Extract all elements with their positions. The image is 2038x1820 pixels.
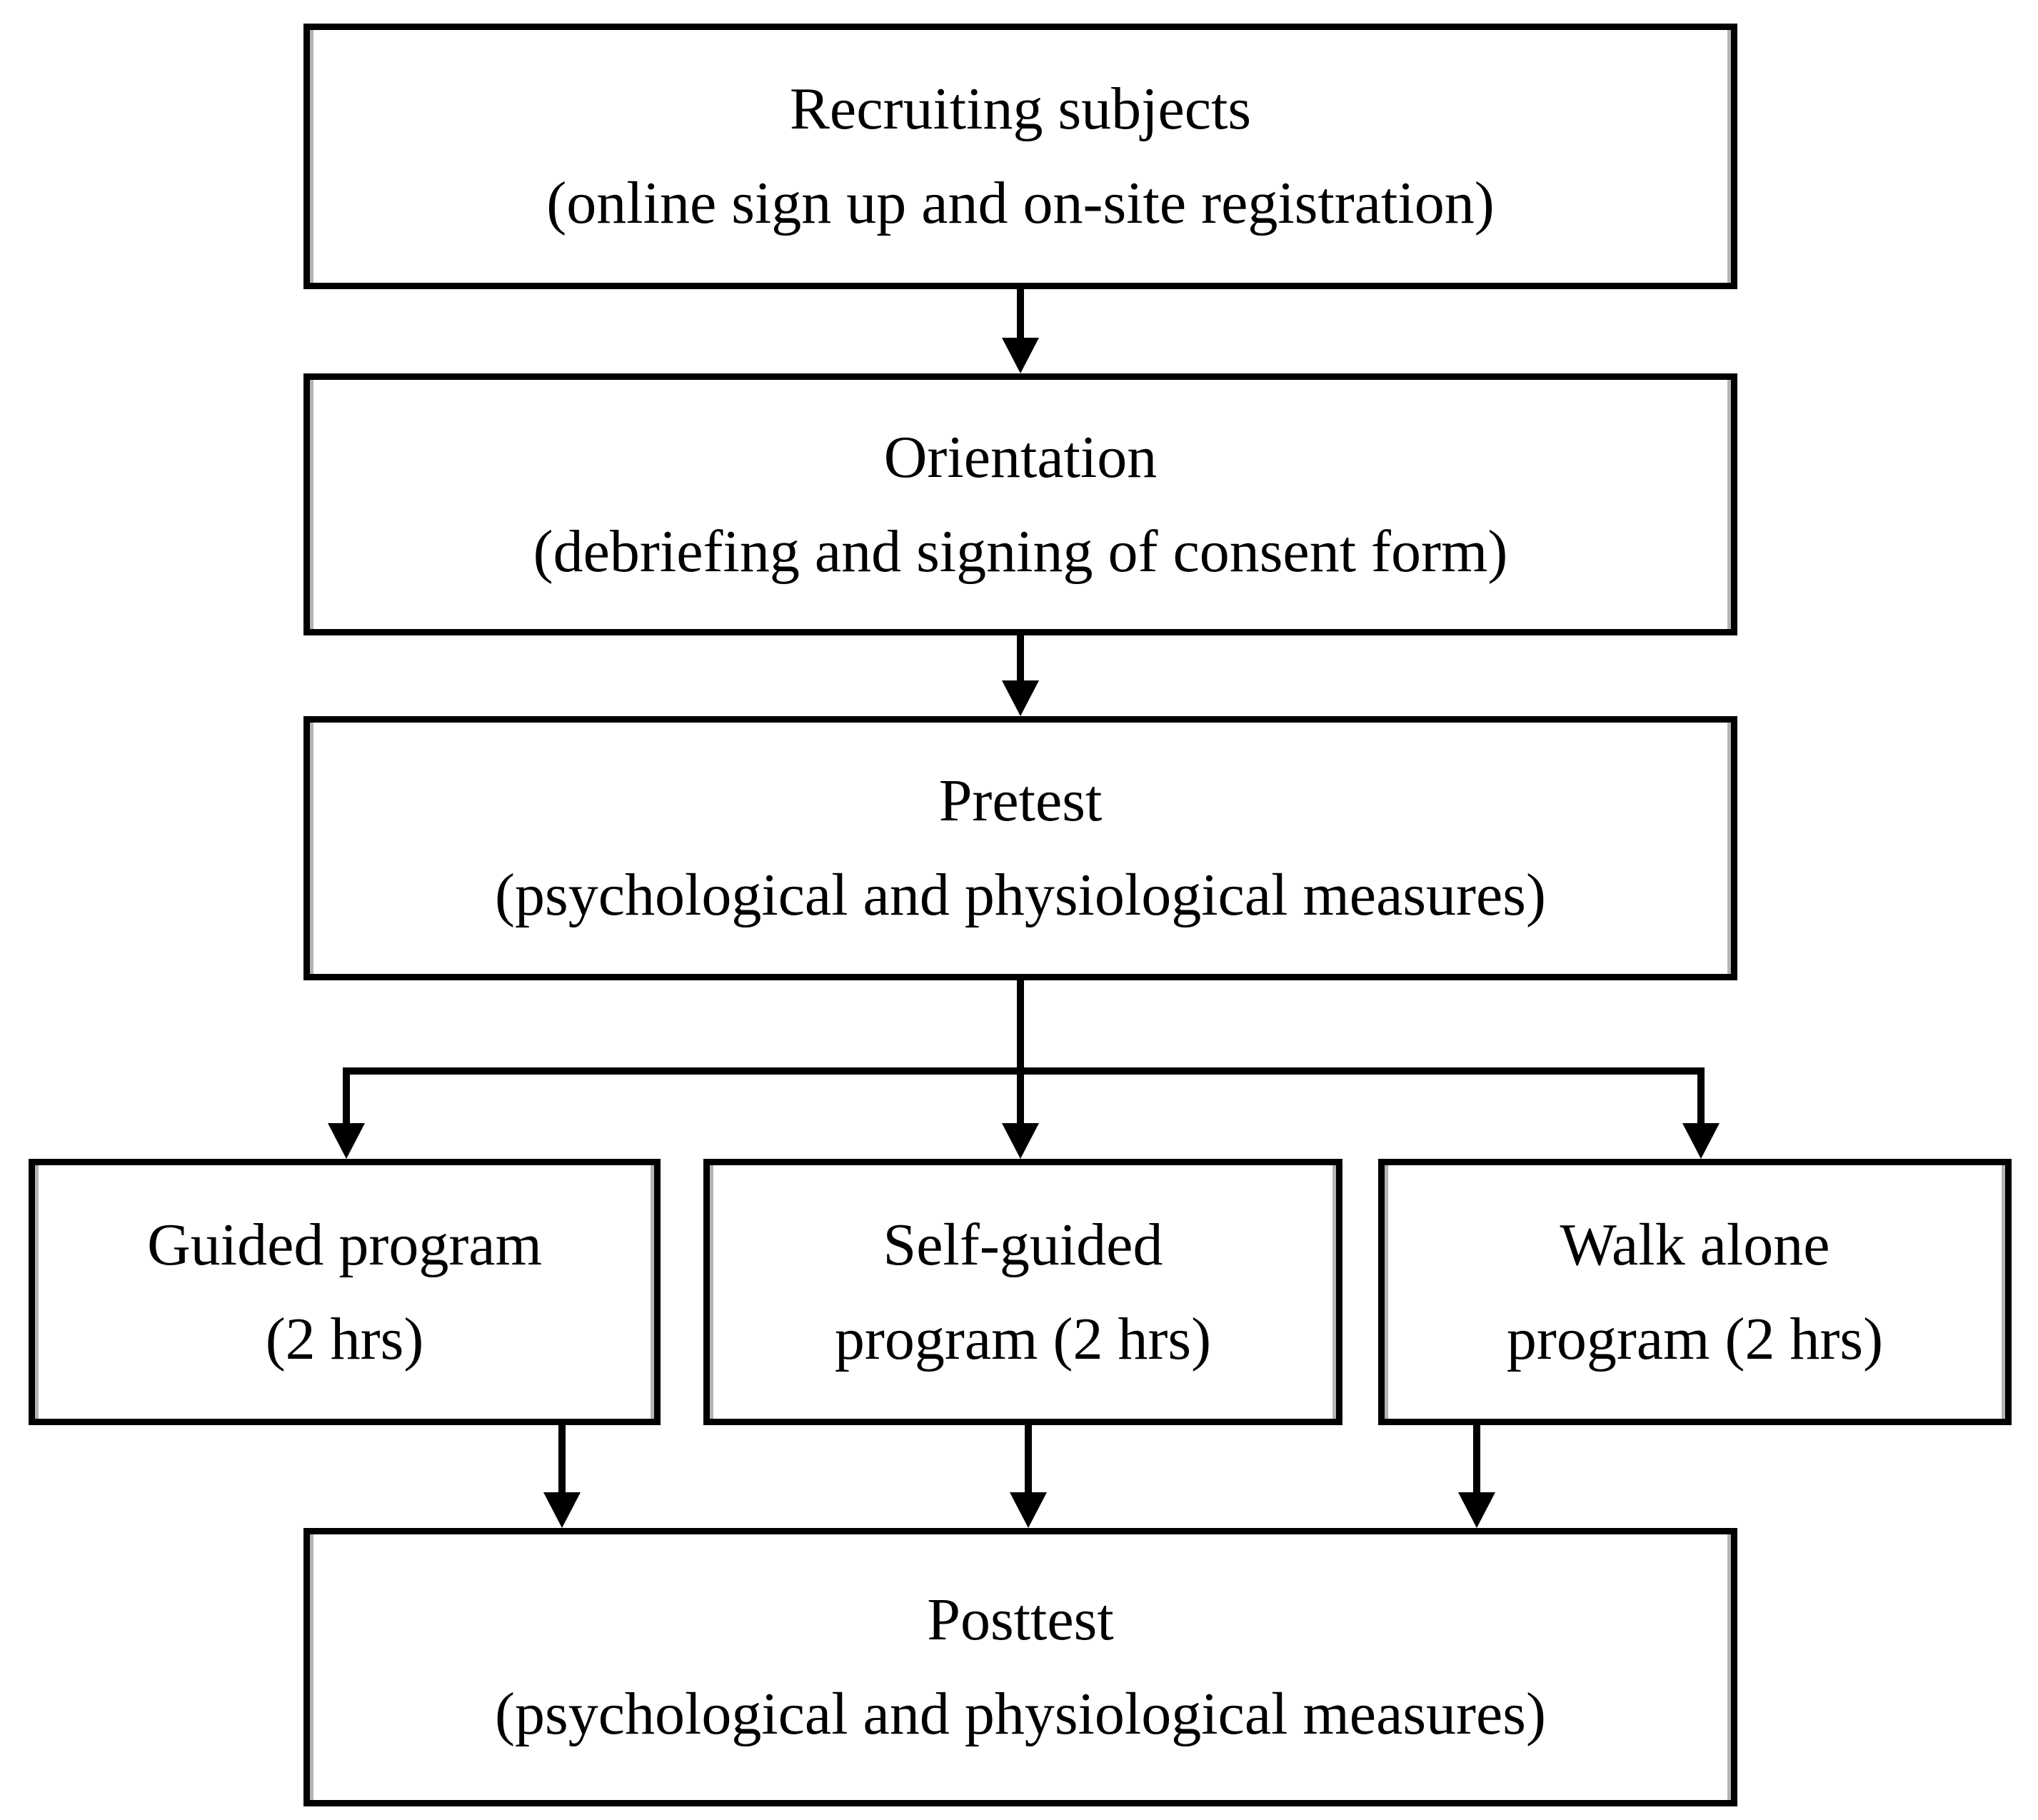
walk-alone-program-title: Walk alone: [1560, 1211, 1830, 1278]
arrow-guided-to-posttest-head: [543, 1492, 581, 1528]
recruiting-subjects-title: Recruiting subjects: [789, 76, 1252, 142]
walk-alone-program-box: Walk alone program (2 hrs): [1378, 1159, 2012, 1425]
arrow-orientation-to-pretest-head: [1002, 680, 1039, 716]
pretest-box: Pretest (psychological and physiological…: [303, 716, 1737, 980]
arrow-branch-to-selfguided-head: [1002, 1123, 1039, 1159]
branch-horizontal-line: [343, 1067, 1705, 1075]
arrow-recruiting-to-orientation-shaft: [1017, 289, 1024, 338]
arrow-orientation-to-pretest-shaft: [1017, 635, 1024, 680]
posttest-detail: (psychological and physiological measure…: [495, 1681, 1546, 1747]
arrow-selfguided-to-posttest-head: [1010, 1492, 1047, 1528]
guided-program-box: Guided program (2 hrs): [29, 1159, 661, 1425]
orientation-detail: (debriefing and signing of consent form): [533, 518, 1508, 585]
pretest-detail: (psychological and physiological measure…: [495, 862, 1546, 928]
guided-program-duration: (2 hrs): [265, 1305, 424, 1372]
arrow-recruiting-to-orientation-head: [1002, 338, 1039, 373]
self-guided-program-box: Self-guided program (2 hrs): [703, 1159, 1342, 1425]
arrow-branch-to-selfguided-shaft: [1017, 1075, 1024, 1123]
arrow-branch-to-walkalone-shaft: [1697, 1075, 1705, 1123]
arrow-branch-to-guided-head: [328, 1123, 365, 1159]
walk-alone-program-duration: program (2 hrs): [1506, 1305, 1884, 1372]
posttest-box: Posttest (psychological and physiologica…: [303, 1528, 1737, 1806]
branch-stem-line: [1017, 980, 1024, 1075]
posttest-title: Posttest: [927, 1587, 1114, 1653]
guided-program-title: Guided program: [147, 1211, 542, 1278]
pretest-title: Pretest: [938, 768, 1103, 834]
arrow-branch-to-guided-shaft: [343, 1075, 350, 1123]
arrow-selfguided-to-posttest-shaft: [1025, 1425, 1032, 1492]
recruiting-subjects-detail: (online sign up and on-site registration…: [546, 170, 1495, 236]
orientation-box: Orientation (debriefing and signing of c…: [303, 373, 1737, 635]
arrow-walkalone-to-posttest-head: [1458, 1492, 1495, 1528]
arrow-walkalone-to-posttest-shaft: [1473, 1425, 1480, 1492]
arrow-guided-to-posttest-shaft: [558, 1425, 566, 1492]
arrow-branch-to-walkalone-head: [1682, 1123, 1720, 1159]
recruiting-subjects-box: Recruiting subjects (online sign up and …: [303, 24, 1737, 289]
self-guided-program-duration: program (2 hrs): [834, 1305, 1212, 1372]
orientation-title: Orientation: [883, 423, 1158, 491]
self-guided-program-title: Self-guided: [883, 1211, 1163, 1278]
